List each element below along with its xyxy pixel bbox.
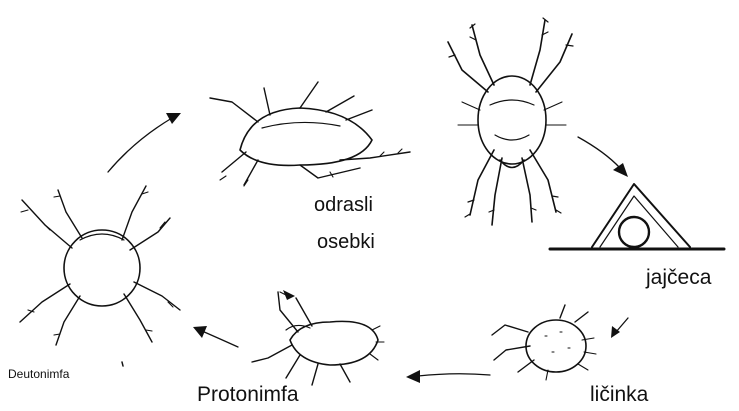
larva-illustration — [492, 305, 596, 380]
eggs-label: jajčeca — [646, 267, 711, 288]
ink-mark — [122, 362, 123, 366]
protonymph-illustration — [252, 290, 384, 385]
arrow-protonymph-to-deutonymph — [193, 326, 238, 347]
egg-illustration — [550, 184, 724, 249]
deutonymph-label: Deutonimfa — [8, 368, 69, 380]
adult-label-line2: osebki — [317, 232, 375, 252]
adult-mite-illustration — [448, 18, 573, 225]
arrow-deutonymph-to-adult — [108, 113, 181, 172]
protonymph-label: Protonimfa — [197, 384, 299, 405]
arrow-eggs-to-larva — [611, 318, 628, 338]
larva-label: ličinka — [590, 384, 648, 405]
arrow-adult-to-eggs — [578, 137, 628, 177]
deutonymph-illustration — [20, 186, 180, 345]
adult-side-view-illustration — [210, 82, 410, 186]
adult-label: odrasli — [314, 195, 373, 215]
arrow-larva-to-protonymph — [406, 370, 490, 383]
